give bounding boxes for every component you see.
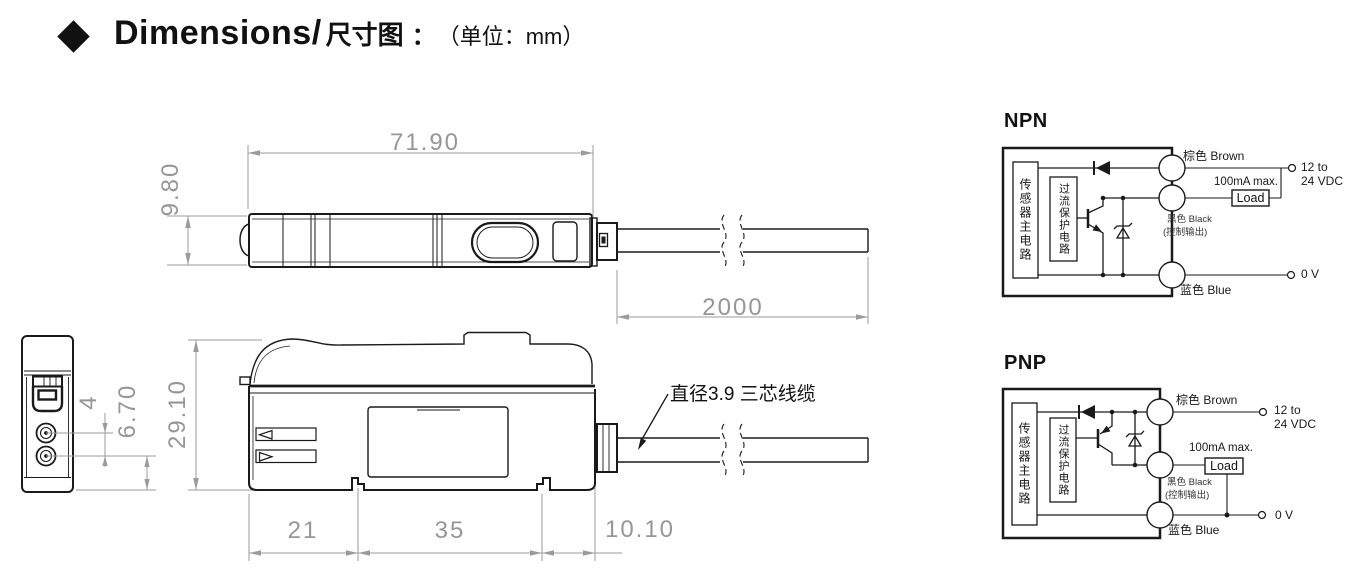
dim-side-height: 29.10 [164, 378, 191, 450]
dim-top-width: 71.90 [389, 129, 461, 156]
top-view-drawing [239, 213, 869, 269]
dim-cable-length: 2000 [702, 294, 764, 321]
pnp-blue-label: 蓝色 Blue [1168, 523, 1220, 537]
npn-brown-label: 棕色 Brown [1183, 149, 1245, 163]
pnp-load-max-label: 100mA max. [1189, 442, 1253, 454]
title-english: Dimensions/ [114, 14, 322, 52]
pnp-load-label: Load [1210, 459, 1238, 473]
front-view-drawing [21, 335, 74, 493]
pnp-supply-line1: 12 to [1274, 403, 1301, 417]
title-colon: ： [411, 23, 436, 50]
npn-protection-text: 过流保护电路 [1057, 183, 1070, 255]
pnp-sensor-text: 传感器主电路 [1017, 422, 1031, 506]
dim-top-height: 9.80 [157, 161, 184, 217]
front-view-dimensions [46, 339, 262, 491]
title-chinese: 尺寸图 [325, 20, 404, 50]
npn-supply-line1: 12 to [1301, 160, 1328, 174]
top-view-dimensions [167, 145, 869, 324]
cable-diameter-callout: 直径3.9 三芯线缆 [670, 384, 816, 405]
pnp-sensor-box-label: 传感器主电路 [1012, 403, 1037, 525]
dim-hole-bottom: 6.70 [114, 383, 141, 439]
npn-black-label: 黑色 Black [1167, 214, 1212, 225]
pnp-zero-volt-label: 0 V [1275, 508, 1294, 522]
npn-supply-line2: 24 VDC [1301, 173, 1344, 188]
pnp-black-note-label: (控制输出) [1165, 490, 1210, 501]
npn-supply-label: 12 to 24 VDC [1301, 160, 1344, 188]
npn-zero-volt-label: 0 V [1301, 267, 1320, 281]
npn-black-note-label: (控制输出) [1163, 227, 1208, 238]
side-view-dimensions [248, 487, 622, 561]
pnp-black-label: 黑色 Black [1167, 477, 1212, 488]
page-title: Dimensions/尺寸图 ： （单位：mm） [114, 14, 584, 53]
dim-hole-gap: 4 [75, 394, 102, 410]
npn-sensor-box-label: 传感器主电路 [1013, 162, 1038, 278]
pnp-supply-label: 12 to 24 VDC [1274, 403, 1317, 431]
side-view-drawing [239, 331, 869, 491]
npn-blue-label: 蓝色 Blue [1180, 283, 1232, 297]
dim-segment-left: 21 [287, 517, 319, 544]
pnp-protection-box-label: 过流保护电路 [1050, 418, 1076, 502]
pnp-heading: PNP [1004, 352, 1047, 374]
npn-load-label: Load [1236, 191, 1265, 205]
pnp-supply-line2: 24 VDC [1274, 416, 1317, 431]
npn-sensor-text: 传感器主电路 [1018, 178, 1032, 262]
npn-circuit-drawing [1001, 146, 1297, 298]
npn-protection-box-label: 过流保护电路 [1050, 177, 1077, 261]
pnp-protection-text: 过流保护电路 [1057, 424, 1069, 496]
dim-segment-right: 10.10 [604, 516, 676, 543]
npn-load-max-label: 100mA max. [1214, 176, 1278, 188]
dim-segment-mid: 35 [434, 517, 466, 544]
pnp-brown-label: 棕色 Brown [1176, 393, 1238, 407]
pnp-circuit-drawing [1001, 387, 1268, 540]
npn-heading: NPN [1004, 110, 1048, 132]
title-unit: （单位：mm） [437, 24, 585, 49]
